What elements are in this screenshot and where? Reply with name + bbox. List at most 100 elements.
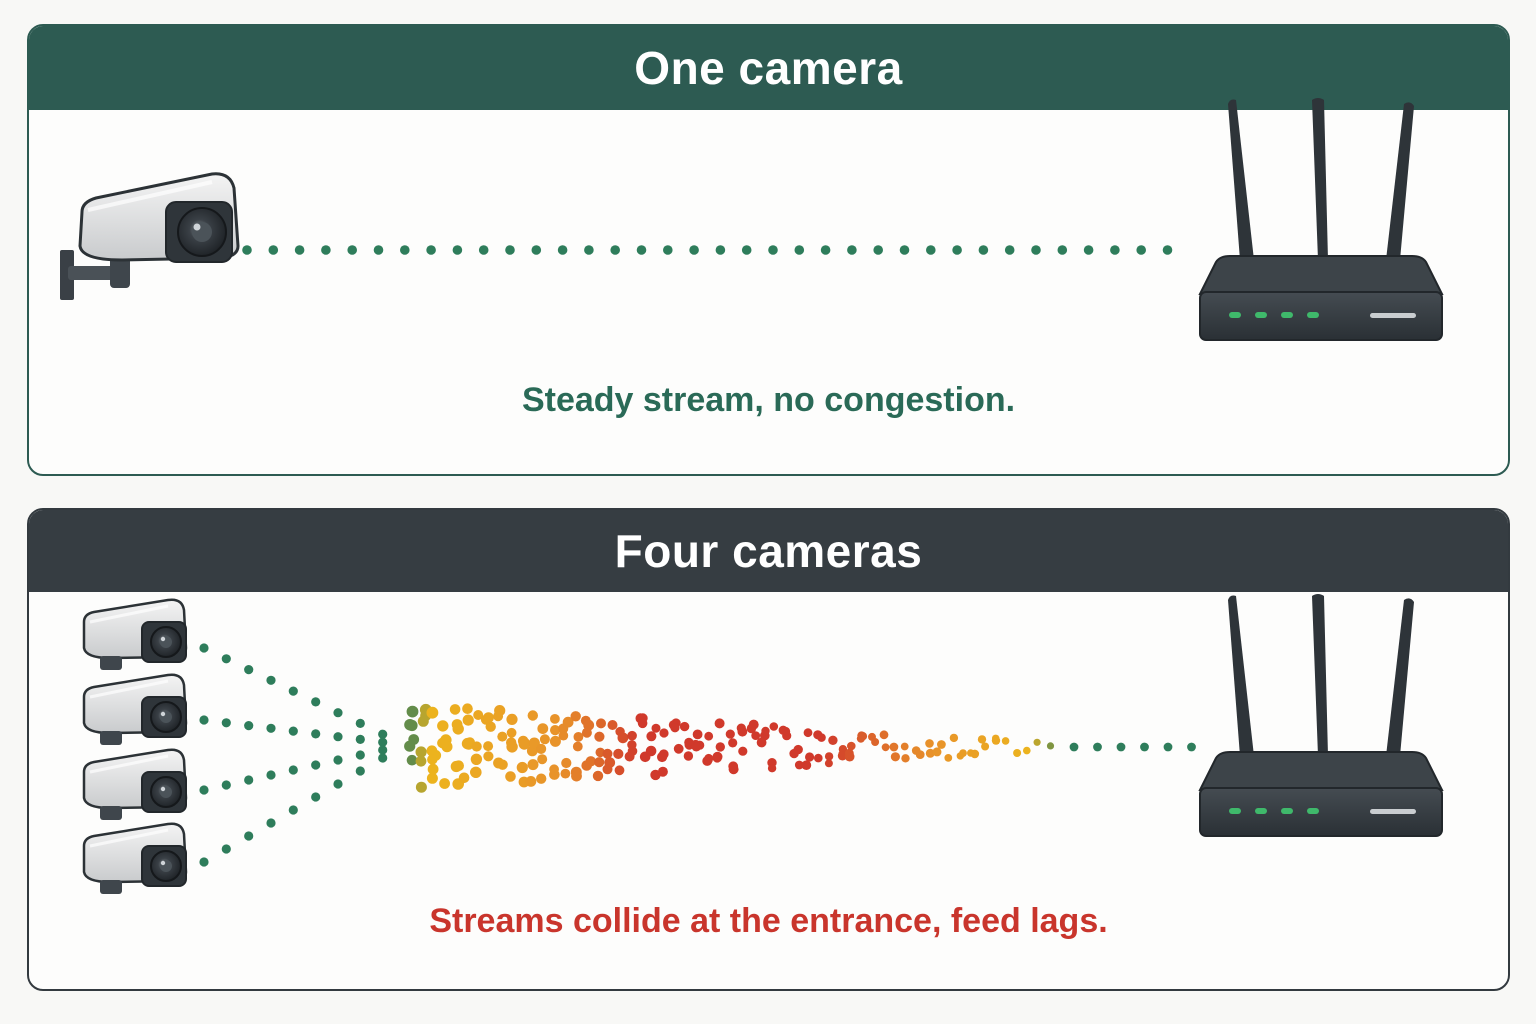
stream-packet (926, 245, 936, 255)
stream-packet (1004, 245, 1015, 255)
stream-packet (333, 755, 343, 765)
stream-packet (820, 245, 831, 255)
congested-packet (536, 773, 547, 784)
congested-packet (627, 730, 637, 741)
congested-packet (683, 751, 694, 761)
congested-packet (463, 739, 474, 750)
congested-packet (803, 728, 813, 738)
stream-packet (741, 245, 752, 255)
congested-packet (404, 719, 416, 731)
router-status-light (1281, 312, 1293, 318)
congested-packet (550, 725, 561, 736)
congested-packet (725, 729, 735, 739)
stream-packet (355, 766, 365, 776)
wifi-router-icon (1199, 593, 1443, 837)
congested-packet (956, 752, 964, 760)
congested-packet (527, 710, 538, 721)
caption-steady: Steady stream, no congestion. (521, 381, 1016, 419)
congested-packet (824, 759, 833, 768)
congested-packet (715, 742, 725, 752)
congested-packet (439, 778, 450, 789)
congested-packet (537, 723, 549, 734)
congested-packet (1013, 749, 1022, 757)
wifi-router-icon (1199, 97, 1443, 341)
congested-packet (607, 720, 618, 730)
stream-packet (1031, 245, 1041, 255)
congested-packet (415, 781, 427, 793)
stream-packet (199, 643, 209, 653)
congested-packet (427, 763, 439, 775)
congested-packet (789, 748, 799, 759)
congested-packet (470, 753, 483, 765)
stream-packet (794, 245, 805, 255)
stream-packet (333, 779, 343, 789)
congested-packet (406, 754, 418, 766)
congested-packet (602, 748, 613, 759)
congested-packet (458, 772, 470, 784)
congested-packet (573, 732, 584, 742)
stream-packet (1083, 245, 1094, 255)
congested-packet (408, 734, 420, 745)
stream-packet (873, 245, 883, 255)
stream-packet (266, 770, 276, 780)
stream-packet (355, 718, 365, 729)
stream-packet (378, 737, 388, 747)
congested-packet (844, 751, 855, 762)
stream-packet (333, 732, 343, 742)
congested-packet (657, 766, 668, 777)
congested-packet (561, 757, 572, 769)
congested-packet (814, 753, 823, 763)
congested-packet (497, 731, 508, 742)
congested-packet (473, 710, 484, 720)
stream-packet (242, 245, 252, 255)
congested-packet (594, 731, 605, 742)
router-status-light (1255, 808, 1267, 814)
congested-packet (505, 771, 516, 782)
stream-packet (266, 675, 276, 685)
congested-packet (527, 759, 539, 771)
stream-packet (321, 245, 331, 255)
congested-packet (549, 764, 559, 775)
security-camera-icon (82, 598, 188, 672)
stream-packet (400, 245, 410, 255)
congested-packet (651, 723, 661, 733)
congested-packet (483, 751, 494, 762)
congested-packet (824, 752, 834, 761)
congested-packet (581, 760, 592, 771)
stream-packet (355, 734, 365, 745)
router-status-light (1255, 312, 1267, 318)
stream-packet (311, 760, 321, 770)
congested-packet (624, 751, 635, 762)
stream-packet (1069, 742, 1079, 752)
congested-packet (493, 757, 505, 769)
congested-packet (537, 754, 548, 765)
congested-packet (462, 714, 474, 726)
congested-packet (539, 734, 550, 745)
congested-packet (1033, 738, 1041, 746)
congested-packet (637, 718, 648, 729)
stream-packet (266, 723, 276, 733)
congested-packet (738, 746, 748, 756)
congested-packet (592, 770, 604, 782)
congested-packet (549, 735, 561, 747)
congested-packet (901, 754, 910, 763)
stream-packet (689, 245, 699, 255)
congested-packet (970, 749, 980, 759)
stream-packet (452, 245, 463, 255)
panel-four-cameras: Four cameras Streams collide at the entr… (27, 508, 1510, 991)
stream-packet (952, 245, 962, 255)
stream-packet (584, 245, 594, 255)
congested-packet (805, 752, 815, 762)
stream-packet (199, 715, 209, 725)
congested-packet (769, 722, 779, 731)
congested-packet (1046, 742, 1055, 750)
congested-packet (451, 719, 463, 730)
stream-packet (373, 245, 384, 255)
stream-packet (1116, 742, 1126, 752)
congested-packet (992, 734, 1000, 742)
stream-packet (347, 245, 358, 255)
router-status-light (1229, 312, 1241, 318)
stream-packet (311, 729, 321, 739)
stream-packet (378, 753, 388, 763)
